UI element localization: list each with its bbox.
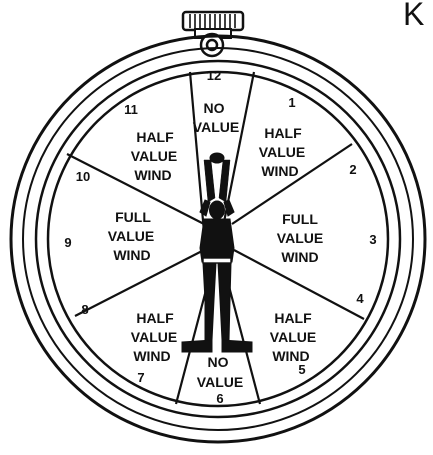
svg-text:VALUE: VALUE [193,119,239,135]
svg-text:HALF: HALF [274,310,312,326]
svg-text:VALUE: VALUE [197,374,243,390]
clock-number-8: 8 [81,302,88,317]
svg-text:WIND: WIND [134,167,171,183]
zone-left-full-value-wind: FULL VALUE WIND [108,209,154,263]
clock-number-12: 12 [207,68,221,83]
svg-text:VALUE: VALUE [270,329,316,345]
clock-number-10: 10 [76,169,90,184]
zone-upper-right-half-value-wind: HALF VALUE WIND [259,125,305,179]
zone-lower-left-half-value-wind: HALF VALUE WIND [131,310,177,364]
svg-text:WIND: WIND [272,348,309,364]
svg-text:WIND: WIND [261,163,298,179]
clock-number-9: 9 [64,235,71,250]
svg-text:WIND: WIND [133,348,170,364]
svg-text:VALUE: VALUE [277,230,323,246]
svg-text:NO: NO [208,354,229,370]
svg-text:FULL: FULL [282,211,318,227]
svg-text:VALUE: VALUE [131,148,177,164]
svg-text:WIND: WIND [281,249,318,265]
svg-text:VALUE: VALUE [259,144,305,160]
svg-text:HALF: HALF [264,125,302,141]
svg-text:NO: NO [204,100,225,116]
zone-right-full-value-wind: FULL VALUE WIND [277,211,323,265]
clock-number-2: 2 [349,162,356,177]
svg-text:VALUE: VALUE [108,228,154,244]
clock-number-4: 4 [356,291,364,306]
svg-text:WIND: WIND [113,247,150,263]
clock-number-1: 1 [288,95,295,110]
zone-lower-right-half-value-wind: HALF VALUE WIND [270,310,316,364]
svg-text:HALF: HALF [136,129,174,145]
clock-number-6: 6 [216,391,223,406]
clock-number-7: 7 [137,370,144,385]
svg-text:VALUE: VALUE [131,329,177,345]
svg-text:FULL: FULL [115,209,151,225]
clock-number-11: 11 [124,102,138,117]
clock-number-5: 5 [298,362,305,377]
svg-text:HALF: HALF [136,310,174,326]
corner-letter: K [403,0,424,33]
clock-number-3: 3 [369,232,376,247]
zone-upper-left-half-value-wind: HALF VALUE WIND [131,129,177,183]
